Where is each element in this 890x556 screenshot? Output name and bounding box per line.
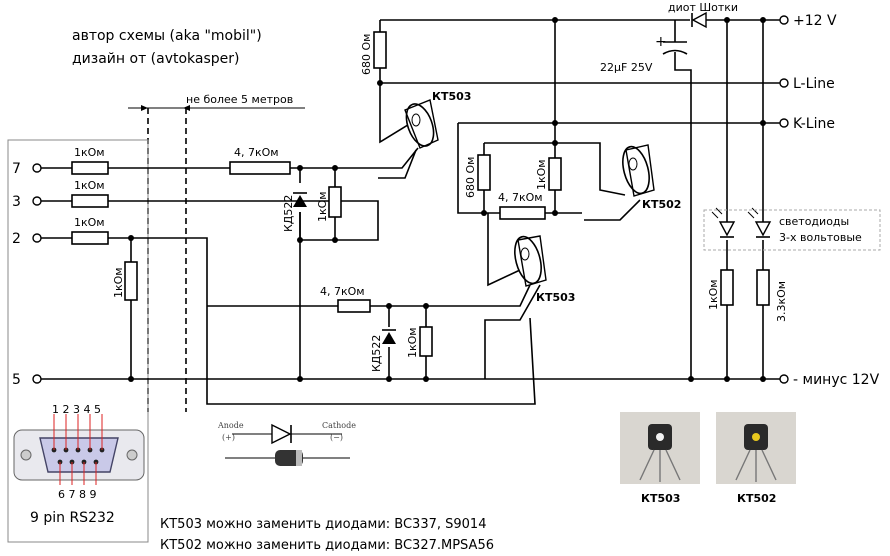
led-label-line2: 3-х вольтовые — [779, 231, 862, 244]
diode-legend — [225, 423, 350, 466]
resistor-4k7-low — [337, 299, 371, 313]
capacitor-22uf — [662, 41, 688, 55]
author-line: автор схемы (aka "mobil") — [72, 28, 262, 44]
label-minus: - минус 12V — [793, 372, 880, 388]
diode-kd522-low — [382, 329, 396, 344]
arrow-head-left — [141, 105, 148, 111]
photo-kt502-label: КТ502 — [737, 492, 776, 505]
resistor-1k-pin2-label: 1кОм — [74, 216, 105, 229]
resistor-1k-led — [720, 269, 734, 306]
rs232-connector-box — [7, 139, 149, 543]
resistor-1k-top-shunt — [328, 186, 342, 218]
legend-anode: Anode — [217, 421, 244, 430]
resistor-1k-pin2 — [71, 231, 109, 245]
pin-2-terminal — [32, 233, 42, 243]
resistor-1k-led-label: 1кОм — [707, 279, 720, 310]
label-kline: K-Line — [793, 116, 835, 132]
legend-cathode-sign: (−) — [330, 433, 343, 442]
terminal-12v — [779, 15, 789, 25]
resistor-1k-pin7-label: 1кОм — [74, 146, 105, 159]
junction-dots — [128, 17, 766, 382]
resistor-1k-low-shunt — [419, 326, 433, 357]
schottky-diode — [691, 11, 707, 29]
terminal-lline — [779, 78, 789, 88]
resistor-1k-vertical-left — [124, 261, 138, 301]
pin-3-label: 3 — [12, 194, 21, 210]
resistor-1k-pin7 — [71, 161, 109, 175]
transistor-kt502-label: КТ502 — [642, 198, 681, 211]
label-12v: +12 V — [793, 13, 837, 29]
resistor-1k-mid — [548, 157, 562, 191]
transistor-kt503-top — [404, 99, 439, 149]
resistor-1k-mid-label: 1кОм — [535, 159, 548, 190]
resistor-3k3-led — [756, 269, 770, 306]
led-label-line1: светодиоды — [779, 215, 849, 228]
resistor-4k7-top-label: 4, 7кОм — [234, 146, 279, 159]
resistor-680-top — [373, 31, 387, 69]
led-left — [711, 207, 736, 238]
pin-2-label: 2 — [12, 231, 21, 247]
resistor-680-mid-label: 680 Ом — [464, 157, 477, 198]
resistor-1k-vertical-left-label: 1кОм — [112, 267, 125, 298]
transistor-kt503-top-label: КТ503 — [432, 90, 471, 103]
diode-kd522-top-label: КД522 — [282, 195, 295, 232]
legend-anode-sign: (+) — [222, 433, 235, 442]
led-group-box — [703, 209, 881, 251]
legend-cathode: Cathode — [322, 421, 356, 430]
capacitor-label: 22µF 25V — [600, 61, 653, 74]
terminal-kline — [779, 118, 789, 128]
photo-kt502 — [716, 412, 796, 484]
resistor-1k-top-shunt-label: 1кОм — [316, 191, 329, 222]
resistor-680-top-label: 680 Ом — [360, 34, 373, 75]
db9-top-pin-numbers: 1 2 3 4 5 — [52, 403, 101, 416]
footnote-kt502: КТ502 можно заменить диодами: BC327.MPSA… — [160, 538, 494, 553]
transistor-kt503-low — [514, 235, 547, 287]
db9-caption: 9 pin RS232 — [30, 510, 115, 526]
designer-line: дизайн от (avtokasper) — [72, 51, 240, 67]
db9-connector — [13, 414, 145, 485]
resistor-4k7-low-label: 4, 7кОм — [320, 285, 365, 298]
resistor-4k7-mid-label: 4, 7кОм — [498, 191, 543, 204]
cable-length-note: не более 5 метров — [186, 93, 293, 106]
resistor-1k-low-shunt-label: 1кОм — [406, 327, 419, 358]
terminal-minus — [779, 374, 789, 384]
pin-5-terminal — [32, 374, 42, 384]
transistor-kt503-low-label: КТ503 — [536, 291, 575, 304]
led-right — [747, 207, 772, 238]
pin-5-label: 5 — [12, 372, 21, 388]
resistor-1k-pin3-label: 1кОм — [74, 179, 105, 192]
photo-kt503 — [620, 412, 700, 484]
pin-7-label: 7 — [12, 161, 21, 177]
pin-7-terminal — [32, 163, 42, 173]
pin-3-terminal — [32, 196, 42, 206]
resistor-1k-pin3 — [71, 194, 109, 208]
footnote-kt503: КТ503 можно заменить диодами: BC337, S90… — [160, 517, 486, 532]
diode-kd522-low-label: КД522 — [370, 335, 383, 372]
db9-bottom-pin-numbers: 6 7 8 9 — [58, 488, 96, 501]
resistor-4k7-mid — [499, 206, 546, 220]
resistor-680-mid — [477, 154, 491, 191]
resistor-3k3-led-label: 3.3кОм — [775, 281, 788, 322]
capacitor-plus-sign: + — [655, 34, 667, 50]
diode-kd522-top — [293, 192, 307, 207]
schottky-label: диот Шотки — [668, 1, 738, 14]
transistor-kt502 — [622, 144, 655, 197]
photo-kt503-label: КТ503 — [641, 492, 680, 505]
label-lline: L-Line — [793, 76, 835, 92]
resistor-4k7-top — [229, 161, 291, 175]
